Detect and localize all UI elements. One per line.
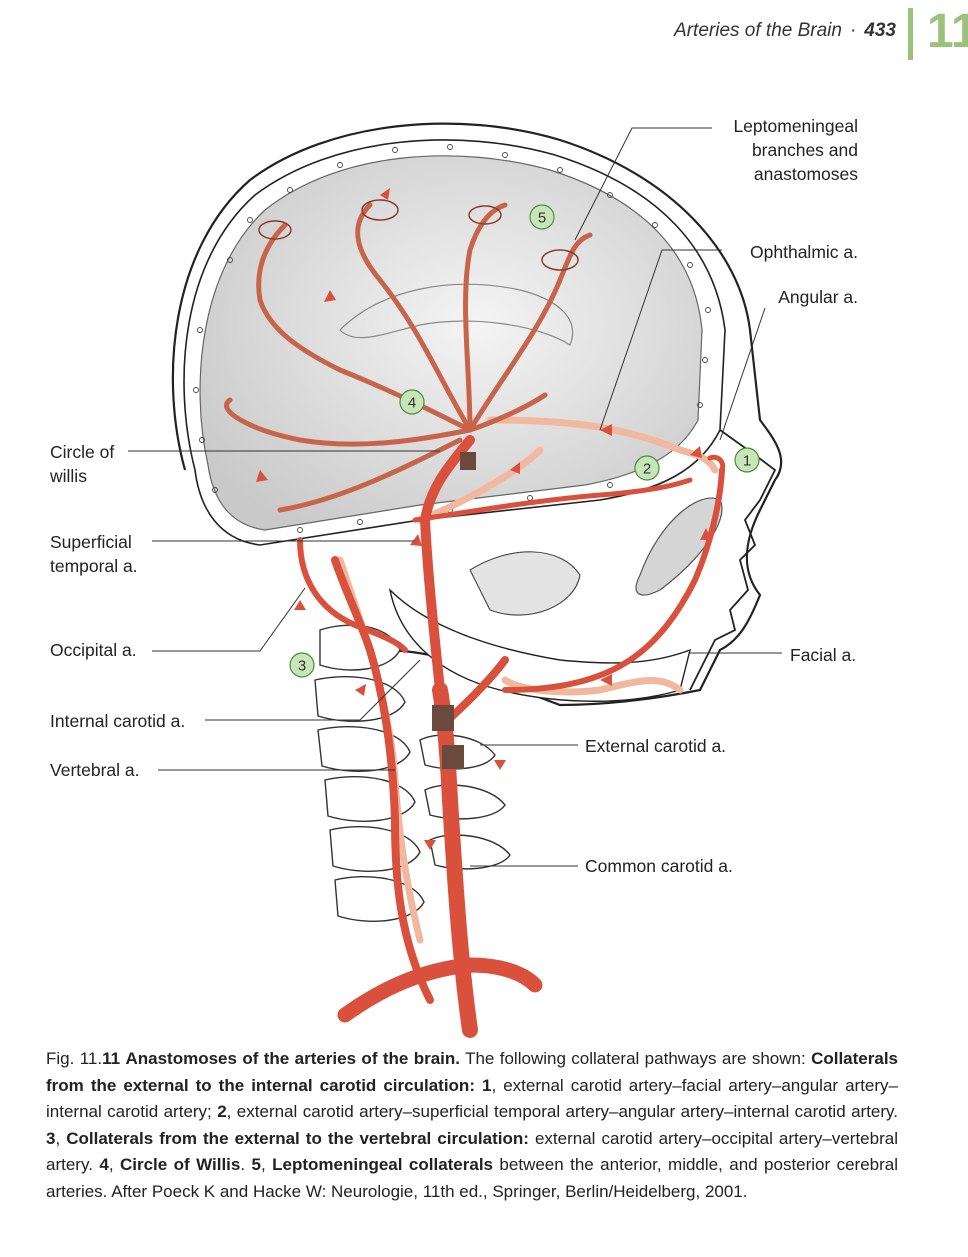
angular-path: [707, 454, 726, 473]
marker-1: 1: [734, 447, 760, 473]
caption-text-9: between the anterior, middle, and poster…: [46, 1155, 899, 1201]
occipital-path: [297, 537, 408, 653]
marker-3: 3: [289, 652, 315, 678]
caption-text-1: The following collateral pathways are sh…: [460, 1049, 812, 1068]
running-title-text: Arteries of the Brain: [674, 20, 842, 41]
markers: 1 2 3 4 5: [289, 204, 760, 678]
label-angular: Angular a.: [778, 287, 858, 307]
label-facial: Facial a.: [790, 645, 857, 665]
marker-5: 5: [529, 204, 555, 230]
caption-heading-2: 2: [217, 1102, 227, 1121]
caption-text-6: ,: [108, 1155, 120, 1174]
label-occipital: Occipital a.: [50, 640, 137, 660]
caption-title: Anastomoses of the arteries of the brain…: [125, 1049, 461, 1068]
label-leptomeningeal: Leptomeningeal branches and anastomoses: [733, 116, 858, 184]
siphon-band: [460, 452, 476, 470]
external-carotid-path: [444, 656, 509, 724]
caption-text-3: , external carotid artery–superficial te…: [226, 1102, 898, 1121]
caption-text-2: , external carotid artery–facial artery–…: [46, 1075, 898, 1122]
marker-4: 4: [399, 389, 425, 415]
leader-lines: [128, 127, 782, 867]
internal-carotid-path: [419, 435, 475, 695]
corpus-callosum: [339, 283, 574, 346]
label-vertebral: Vertebral a.: [50, 760, 140, 780]
label-ophthalmic: Ophthalmic a.: [750, 242, 858, 262]
caption-heading-7: 5: [251, 1155, 261, 1174]
caption-text-4: ,: [55, 1128, 67, 1148]
marker-3-text: 3: [298, 658, 306, 675]
caption-fig-number: 11: [102, 1049, 121, 1068]
anastomosis-loops: [258, 199, 579, 271]
skull-base: [469, 551, 581, 616]
caption-heading-1: Collaterals from the external to the int…: [46, 1049, 899, 1095]
anatomy-illustration: 1 2 3 4 5: [128, 122, 783, 1038]
flow-arrows: [256, 188, 712, 850]
brain-region: [199, 155, 703, 531]
caption-heading-5: 4: [99, 1155, 109, 1174]
caption-heading-6: Circle of Willis: [119, 1155, 241, 1174]
superficial-temporal-path: [412, 477, 693, 523]
caption-heading-8: Leptomeningeal collaterals: [272, 1155, 494, 1174]
label-circle-of-willis: Circle of willis: [50, 442, 115, 486]
chapter-tab: 11: [908, 5, 968, 60]
label-common-carotid: Common carotid a.: [585, 856, 733, 876]
caption-heading-3: 3: [46, 1128, 56, 1148]
bone-texture: [193, 144, 711, 533]
page-header: Arteries of the Brain · 433 11: [0, 5, 968, 60]
marker-2-text: 2: [643, 461, 651, 478]
skull-outline: [171, 122, 783, 707]
vertebral-path: [331, 556, 434, 1004]
marker-1-text: 1: [743, 453, 751, 470]
orbit: [635, 497, 723, 596]
caption-heading-4: Collaterals from the external to the ver…: [66, 1128, 529, 1148]
running-title: Arteries of the Brain · 433: [674, 20, 896, 42]
marker-2: 2: [634, 455, 660, 481]
face-outline: [689, 429, 777, 691]
caption-text-5: external carotid artery–occipital artery…: [46, 1128, 898, 1175]
caption-text-7: .: [240, 1155, 252, 1174]
caption-text-8: ,: [260, 1155, 273, 1174]
caption-fig-prefix: Fig. 11.: [46, 1049, 103, 1068]
title-separator: ·: [849, 20, 857, 41]
anatomy-figure: 1 2 3 4 5 Leptomeningeal branches and an…: [0, 70, 968, 1040]
subclavian-path: [337, 957, 543, 1023]
marker-4-text: 4: [408, 395, 416, 412]
label-external-carotid: External carotid a.: [585, 736, 727, 756]
label-internal-carotid: Internal carotid a.: [50, 711, 186, 731]
page-number: 433: [864, 20, 896, 41]
marker-5-text: 5: [538, 210, 546, 227]
carotid-band-lower: [442, 745, 464, 769]
chapter-number: 11: [927, 5, 968, 58]
carotid-band: [432, 705, 454, 731]
facial-path: [502, 467, 725, 693]
label-superficial-temporal: Superficial temporal a.: [50, 532, 138, 576]
figure-caption: Fig. 11.11 Anastomoses of the arteries o…: [46, 1046, 898, 1205]
